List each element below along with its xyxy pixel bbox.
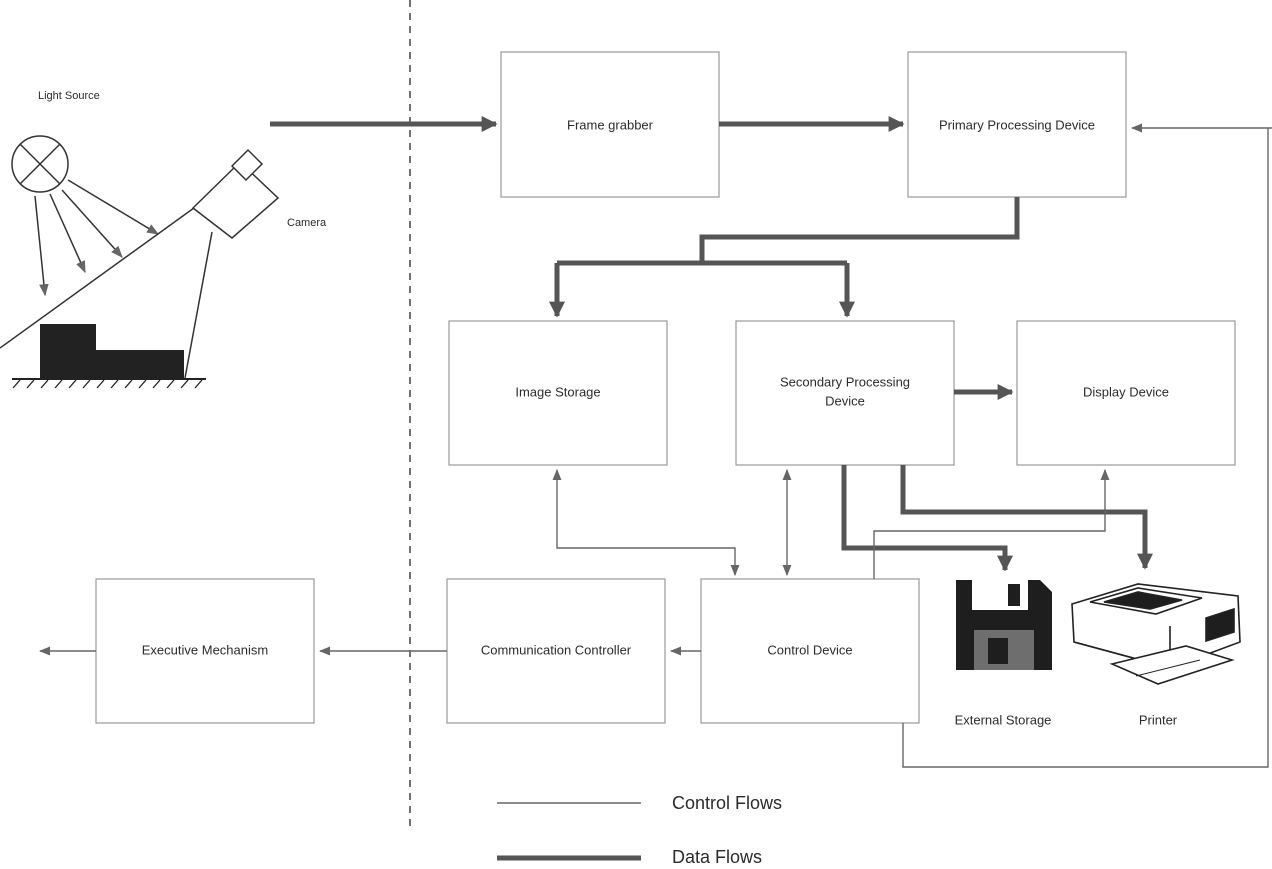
camera-view-line bbox=[184, 231, 213, 379]
reflection-plane bbox=[0, 199, 206, 349]
floppy-disk-icon bbox=[956, 580, 1052, 670]
box-communication-controller: Communication Controller bbox=[446, 578, 666, 724]
control-flow-control-display bbox=[873, 468, 1110, 579]
light-ray bbox=[67, 179, 160, 235]
legend-control-flows-label: Control Flows bbox=[672, 793, 782, 813]
box-control-device: Control Device bbox=[700, 578, 920, 724]
light-ray bbox=[34, 195, 49, 297]
object-block-tall bbox=[40, 324, 96, 378]
frame-grabber-label: Frame grabber bbox=[567, 117, 654, 132]
printer-label: Printer bbox=[1139, 712, 1178, 727]
light-source-label: Light Source bbox=[38, 90, 100, 102]
box-primary-processing: Primary Processing Device bbox=[907, 51, 1127, 198]
scene-illustration: Light Source Camera bbox=[0, 90, 327, 389]
legend-data-flows-label: Data Flows bbox=[672, 847, 762, 867]
legend: Control Flows Data Flows bbox=[497, 793, 782, 867]
data-flow-to-printer bbox=[900, 465, 1154, 570]
secondary-processing-label-line2: Device bbox=[825, 393, 865, 408]
box-image-storage: Image Storage bbox=[448, 320, 668, 466]
control-device-label: Control Device bbox=[767, 642, 852, 657]
image-storage-label: Image Storage bbox=[515, 384, 600, 399]
data-flow-to-external-storage bbox=[841, 465, 1014, 572]
executive-mechanism-label: Executive Mechanism bbox=[142, 642, 268, 657]
control-flow-control-image-storage bbox=[552, 468, 740, 577]
object-block-low bbox=[96, 350, 184, 378]
secondary-processing-label-line1: Secondary Processing bbox=[780, 374, 910, 389]
camera-label: Camera bbox=[287, 217, 327, 229]
display-device-label: Display Device bbox=[1083, 384, 1169, 399]
box-executive-mechanism: Executive Mechanism bbox=[95, 578, 315, 724]
control-flow-feedback-loop bbox=[902, 128, 1269, 768]
light-source-icon bbox=[11, 135, 69, 193]
external-storage-label: External Storage bbox=[955, 712, 1052, 727]
printer-icon bbox=[1071, 583, 1241, 685]
data-flow-primary-down bbox=[699, 197, 1020, 263]
box-frame-grabber: Frame grabber bbox=[500, 51, 720, 198]
ground-hatching bbox=[12, 379, 203, 389]
camera-icon bbox=[191, 148, 280, 239]
primary-processing-label: Primary Processing Device bbox=[939, 117, 1095, 132]
light-ray bbox=[61, 189, 123, 258]
communication-controller-label: Communication Controller bbox=[481, 642, 632, 657]
box-display-device: Display Device bbox=[1016, 320, 1236, 466]
box-secondary-processing: Secondary Processing Device bbox=[735, 320, 955, 466]
light-ray bbox=[49, 193, 86, 274]
